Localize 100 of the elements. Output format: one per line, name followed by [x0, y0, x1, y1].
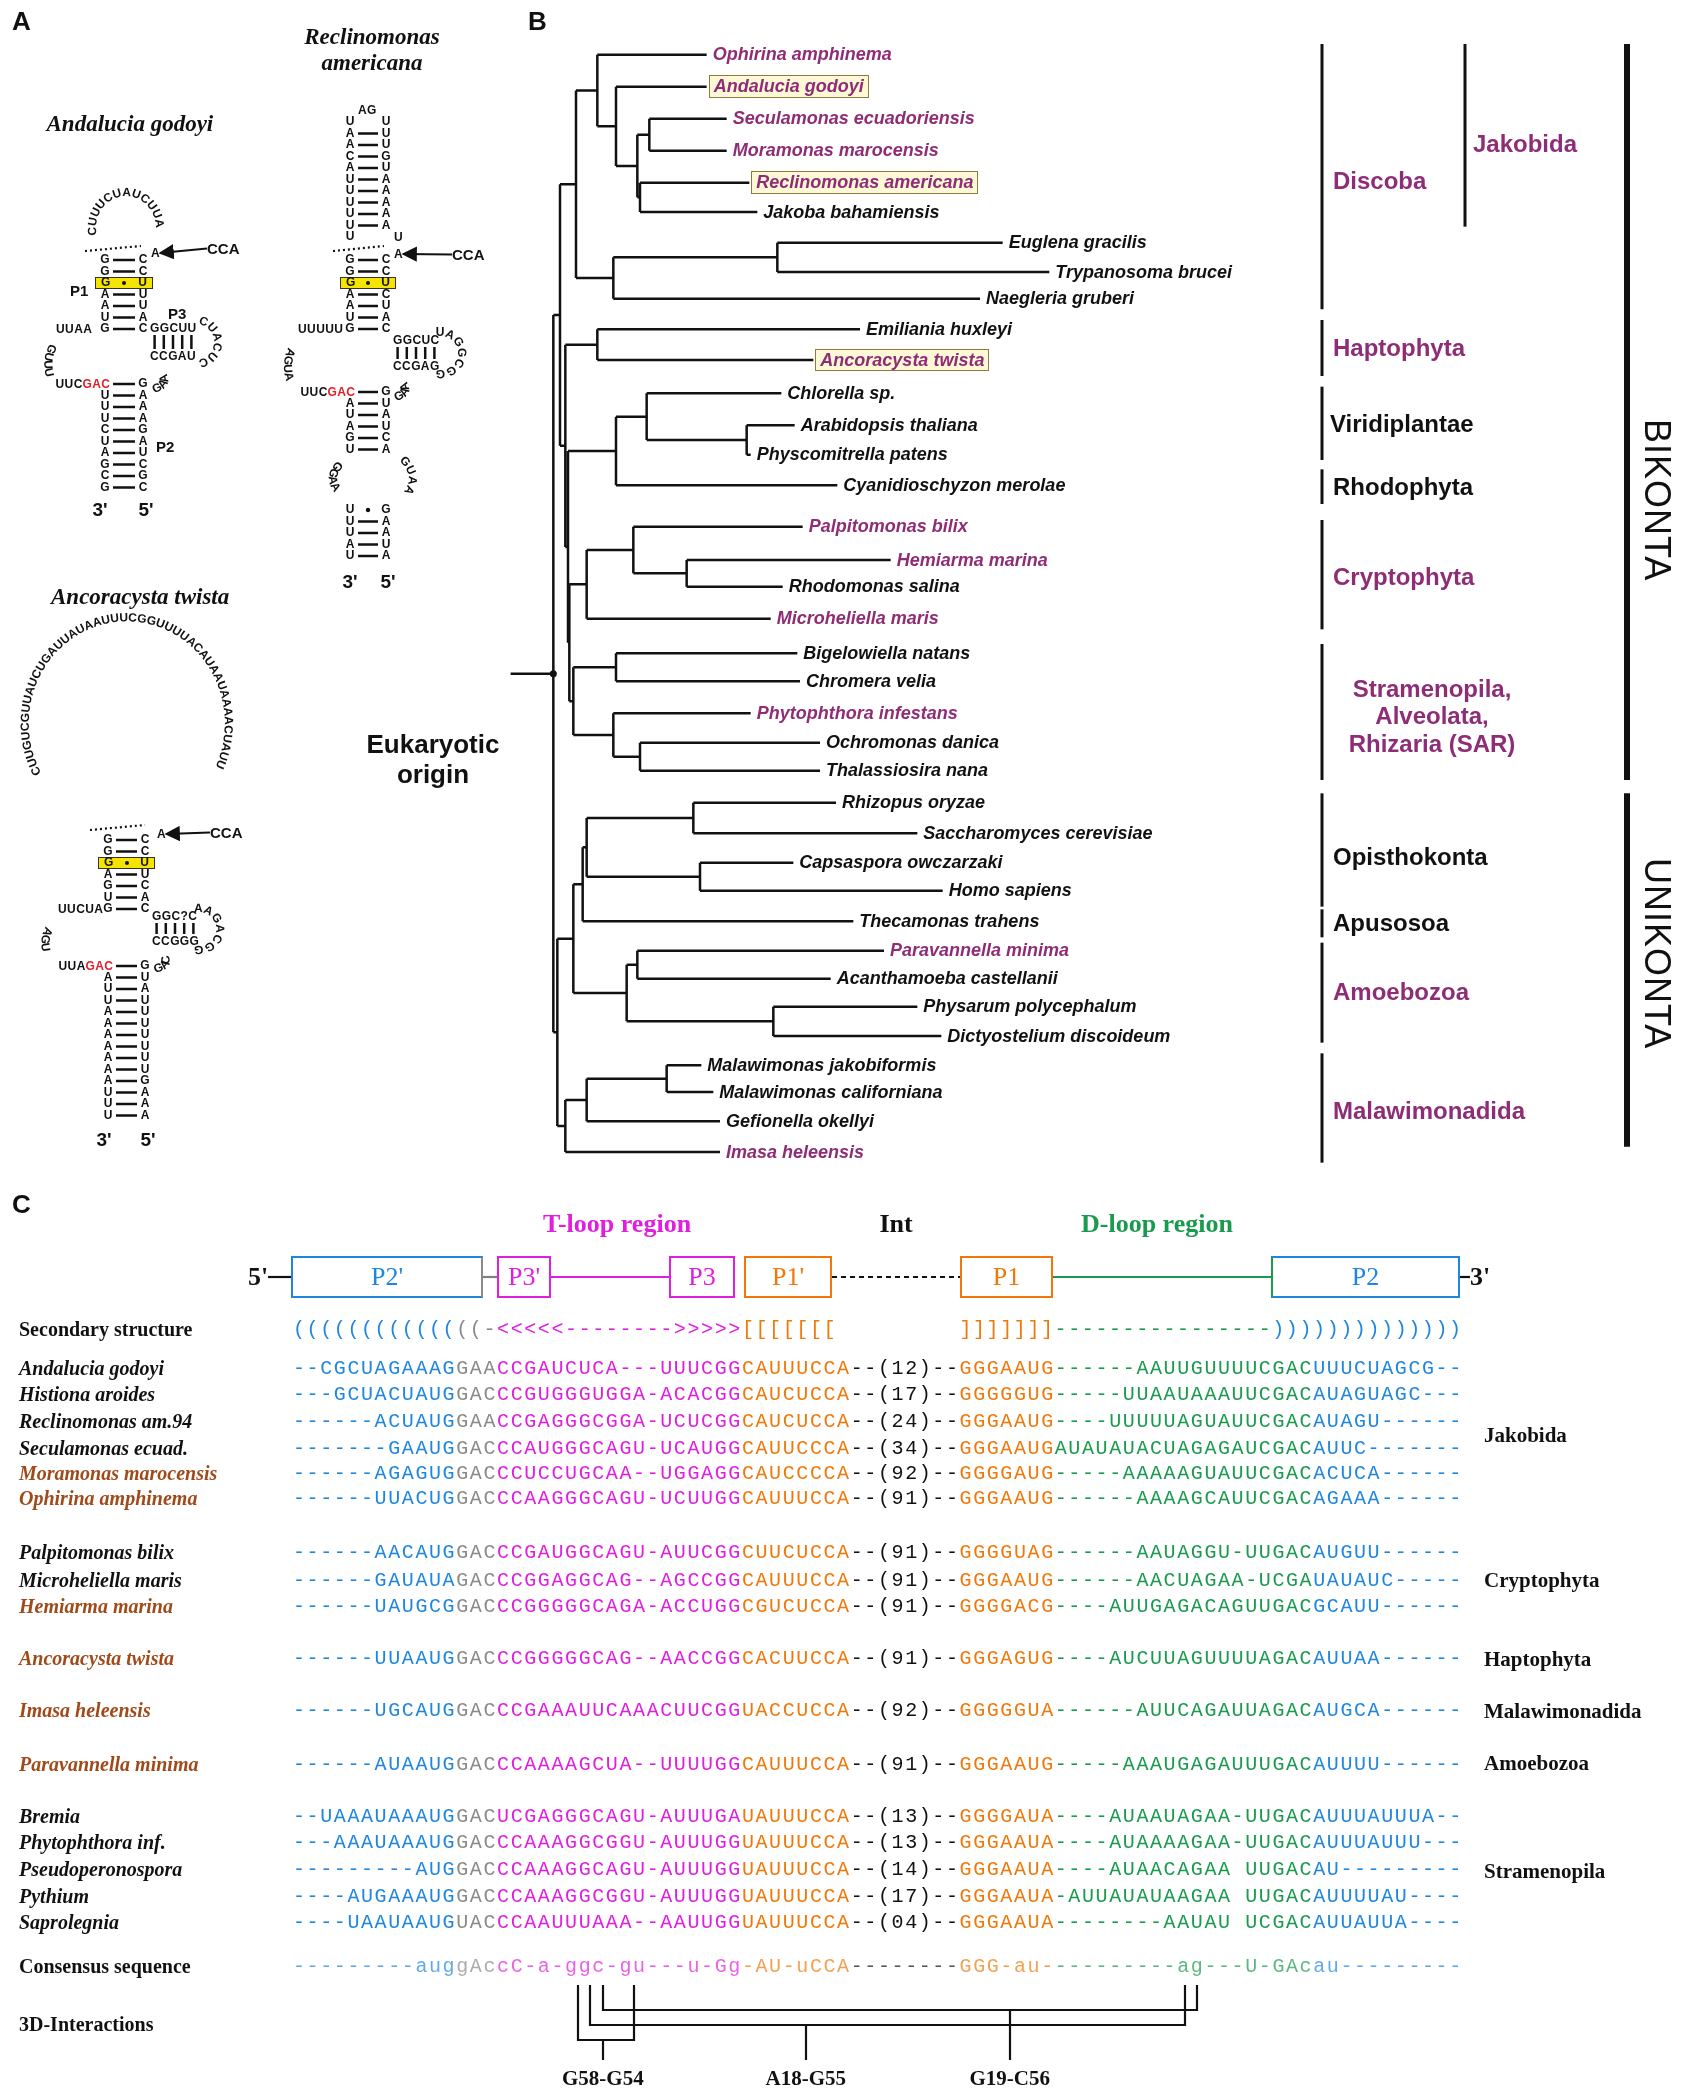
nucleotide-letters: AG	[358, 104, 377, 116]
clade-name: Malawimonadida	[1333, 1097, 1526, 1125]
nucleotide-letters: GGCUU	[150, 322, 197, 334]
strand-end-label: 5'	[140, 1129, 156, 1151]
sequence-alignment-row: --CGCUAGAAAGGAACCGAUCUCA---UUUCGGCAUUUCCA--(12)--GGGAAUG------AAUUGUUUUCGACUUUCUAGCG--	[293, 1356, 1463, 1380]
sequence-alignment-row: ------AGAGUGGACCCUCCUGCAA--UGGAGGCAUCCCCA--(92)--GGGGAUG-----AAAAAGUAUUCGACACUCA------	[293, 1461, 1463, 1485]
structure-notation: ]]]]]]]----------------))))))))))))))	[959, 1317, 1463, 1341]
taxon-name: Saccharomyces cerevisiae	[923, 822, 1153, 844]
nucleotide-letters: UUA	[58, 960, 86, 972]
taxon-name: Moramonas marocensis	[19, 1461, 218, 1485]
nucleotide-letters: GAC	[327, 386, 356, 398]
panel-letter: A	[12, 7, 31, 37]
taxon-name: Pseudoperonospora	[19, 1857, 183, 1881]
taxon-name: Jakoba bahamiensis	[763, 201, 940, 223]
clade-name: Stramenopila, Alveolata, Rhizaria (SAR)	[1347, 674, 1517, 758]
taxon-name: Pythium	[19, 1884, 89, 1908]
region-title: Int	[879, 1209, 913, 1239]
nucleotide-letters: UUC	[55, 378, 83, 390]
strand-end-label: 3'	[342, 571, 358, 593]
clade-name: Amoebozoa	[1333, 978, 1469, 1006]
clade-name: Jakobida	[1473, 130, 1578, 158]
clade-name: Cryptophyta	[1333, 563, 1475, 591]
interaction-label: G19-C56	[969, 2066, 1050, 2090]
strand-end-label: 5'	[380, 571, 396, 593]
sequence-alignment-row: ------UGCAUGGACCCGAAAUUCAAACUUCGGUACCUCCA--(92)--GGGGGUA------AUUCAGAUUAGACAUGCA------	[293, 1699, 1463, 1723]
group-name: Cryptophyta	[1484, 1568, 1600, 1593]
taxon-name: Acanthamoeba castellanii	[836, 968, 1058, 989]
nucleotide-letter: G	[101, 276, 111, 290]
interaction-label: G58-G54	[562, 2066, 644, 2090]
nucleotide-letter: G	[104, 856, 114, 870]
nucleotide-letters: UUAA	[56, 323, 93, 335]
nucleotide-letters: UCAC	[140, 868, 150, 915]
nucleotide-letters: GAAUA	[381, 504, 391, 562]
taxon-name: Capsaspora owczarzaki	[799, 852, 1003, 873]
nucleotide-letters: AAUG	[100, 288, 110, 335]
strand-end-label: 5'	[138, 499, 154, 521]
nucleotide-letters: GUAUCA	[381, 386, 391, 456]
nucleotide-letters: CCGAU	[150, 350, 196, 362]
structure-notation: ((((((((((((((-<<<<<-------->>>>>[[[[[[[	[293, 1317, 838, 1341]
group-name: Malawimonadida	[1484, 1698, 1642, 1723]
nucleotide-letters: UUUUU	[298, 323, 344, 335]
clade-name: Viridiplantae	[1330, 410, 1474, 438]
nucleotide-letters: UUCUA	[58, 903, 104, 915]
taxon-name: Homo sapiens	[948, 880, 1072, 901]
taxon-name: Thecamonas trahens	[859, 910, 1040, 932]
sequence-alignment-row: ---------auggAccC-a-ggc-gu---u-Gg-AU-uCCA--------GGG-au----------ag---U-GAcau---------	[293, 1955, 1463, 1979]
sequence-alignment-row: ------UUACUGGACCCAAGGGCAGU-UCUUGGCAUUUCCA--(91)--GGGAAUG------AAAAGCAUUCGACAGAAA------	[293, 1487, 1463, 1511]
taxon-name: Arabidopsis thaliana	[800, 414, 978, 436]
clade-name: Discoba	[1333, 167, 1427, 195]
clade-name: Apusosoa	[1333, 909, 1449, 937]
nucleotide-letters: GG	[345, 254, 355, 278]
nucleotide-letters: GAC	[85, 960, 114, 972]
species-name: Reclinomonas americana	[303, 23, 441, 77]
stem-label: P3	[168, 304, 187, 322]
stem-label: P2	[156, 437, 175, 455]
nucleotide-letters: AUAGU	[345, 397, 355, 456]
taxon-name: Palpitomonas bilix	[808, 516, 968, 537]
root-label: Eukaryotic origin	[365, 730, 501, 790]
supergroup-name: UNIKONTA	[1636, 857, 1678, 1049]
sequence-alignment-row: ------AACAUGGACCCGAUGGCAGU-AUUCGGCUUCUCCA--(91)--GGGGUAG------AAUAGGU-UUGACAUGUU------	[293, 1540, 1463, 1564]
nucleotide-letters: AUUAAAAAAAUUU	[103, 971, 113, 1122]
sequence-alignment-row: ------AUAAUGGACCCAAAAGCUA--UUUUGGCAUUUCCA--(91)--GGGAAUG-----AAAUGAGAUUUGACAUUUU------	[293, 1752, 1463, 1776]
nucleotide-letter: U	[138, 276, 147, 290]
taxon-name: Seculamonas ecuad.	[19, 1436, 188, 1460]
strand-end-label: 3'	[92, 499, 108, 521]
taxon-name: Phytophthora inf.	[19, 1831, 166, 1855]
taxon-name: Naegleria gruberi	[986, 288, 1135, 309]
taxon-name: Hemiarma marina	[19, 1595, 173, 1619]
taxon-name: Dictyostelium discoideum	[947, 1025, 1171, 1047]
taxon-name: Phytophthora infestans	[756, 702, 958, 724]
nucleotide-letters: GAC	[151, 954, 174, 977]
nucleotide-letters: CC	[381, 254, 391, 278]
clade-name: Rhodophyta	[1333, 473, 1473, 501]
taxon-name: Imasa heleensis	[19, 1699, 151, 1723]
taxon-name: Ophirina amphinema	[712, 44, 892, 65]
sequence-alignment-row: ---AAAUAAAUGGACCCAAAGGCGGU-AUUUGGUAUUUCCA--(13)--GGGAAUA----AUAAAAGAA-UUGACAUUUAUUU---	[293, 1831, 1463, 1855]
taxon-name: Bremia	[19, 1804, 81, 1828]
taxon-name: Saprolegnia	[19, 1911, 120, 1935]
taxon-name: Euglena gracilis	[1008, 232, 1147, 253]
group-name: Amoebozoa	[1484, 1750, 1589, 1775]
nucleotide-letters: GAA	[149, 373, 172, 396]
nucleotide-letters: CC	[140, 834, 150, 858]
nucleotide-letters: UUC	[300, 386, 328, 398]
taxon-name: Moramonas marocensis	[732, 140, 939, 161]
taxon-name: Gefionella okellyi	[726, 1110, 875, 1132]
taxon-name: Thalassiosira nana	[826, 760, 989, 781]
taxon-name: Paravannella minima	[19, 1752, 199, 1776]
nucleotide-letters: GAA	[391, 380, 413, 404]
taxon-name: Palpitomonas bilix	[19, 1540, 175, 1564]
taxon-name: Reclinomonas am.94	[19, 1409, 193, 1433]
nucleotide-letters: GAC	[82, 378, 111, 390]
sequence-alignment-row: -------GAAUGGACCCAUGGGCAGU-UCAUGGCAUUCCCA--(34)--GGGAAUGAUAUAUACUAGAGAUCGACAUUC-------	[293, 1436, 1463, 1460]
strand-end-label: 3'	[96, 1129, 112, 1151]
taxon-name: Emiliania huxleyi	[866, 318, 1013, 340]
region-title: T-loop region	[543, 1209, 692, 1239]
stem-label: P1	[70, 281, 89, 299]
taxon-name: Rhizopus oryzae	[842, 792, 986, 813]
taxon-name: Cyanidioschyzon merolae	[843, 474, 1066, 496]
nucleotide-letters: UUUAU	[345, 504, 355, 562]
nucleotide-letters: CUAC	[381, 288, 391, 335]
